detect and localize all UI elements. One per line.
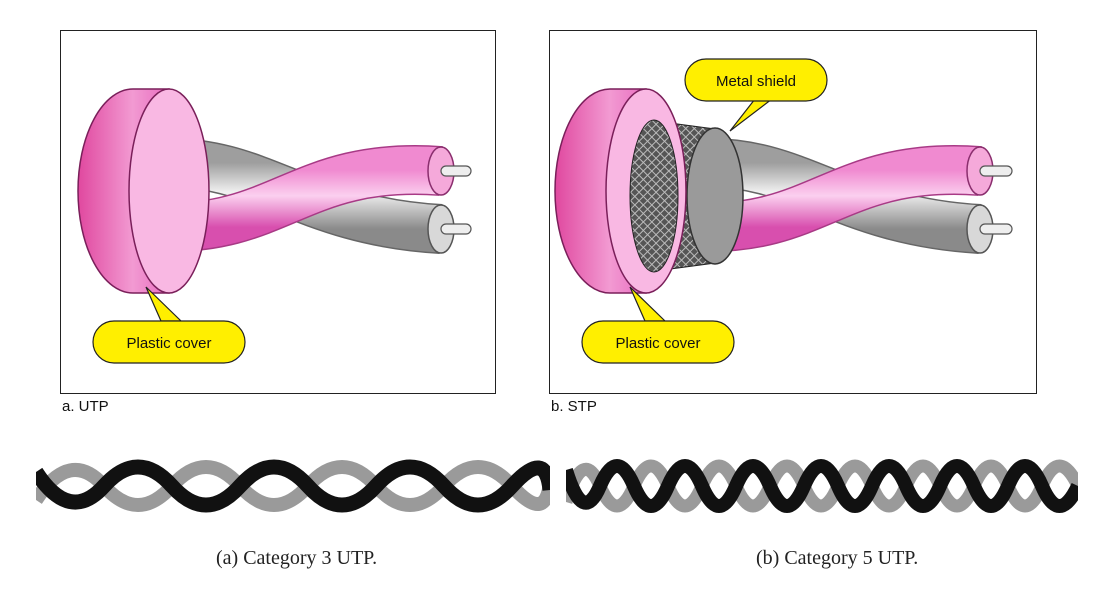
utp-caption: a. UTP <box>62 398 109 415</box>
cat5-dark-strand <box>566 459 1078 513</box>
metal-shield-callout <box>684 58 828 102</box>
plastic-cover-callout <box>92 320 246 364</box>
utp-cable-illustration: Plastic cover <box>77 88 472 364</box>
stp-cable-illustration: Metal shield Plastic cover <box>554 58 1013 364</box>
cat5-light-strand <box>566 459 1078 513</box>
metal-shield-label: Metal shield <box>716 73 796 90</box>
cat3-dark-strand <box>36 459 550 513</box>
category-3-twisted-pair <box>36 459 550 513</box>
category-3-caption: (a) Category 3 UTP. <box>216 547 378 569</box>
category-5-caption: (b) Category 5 UTP. <box>756 547 919 569</box>
stp-caption: b. STP <box>551 398 597 415</box>
plastic-cover-face <box>128 88 210 294</box>
stp-diagram-panel: Metal shield Plastic cover <box>549 30 1037 394</box>
plastic-cover-callout <box>581 320 735 364</box>
plastic-cover-label: Plastic cover <box>126 335 211 352</box>
plastic-cover-label: Plastic cover <box>615 335 700 352</box>
utp-diagram-panel: Plastic cover <box>60 30 496 394</box>
category-5-twisted-pair <box>566 459 1078 513</box>
